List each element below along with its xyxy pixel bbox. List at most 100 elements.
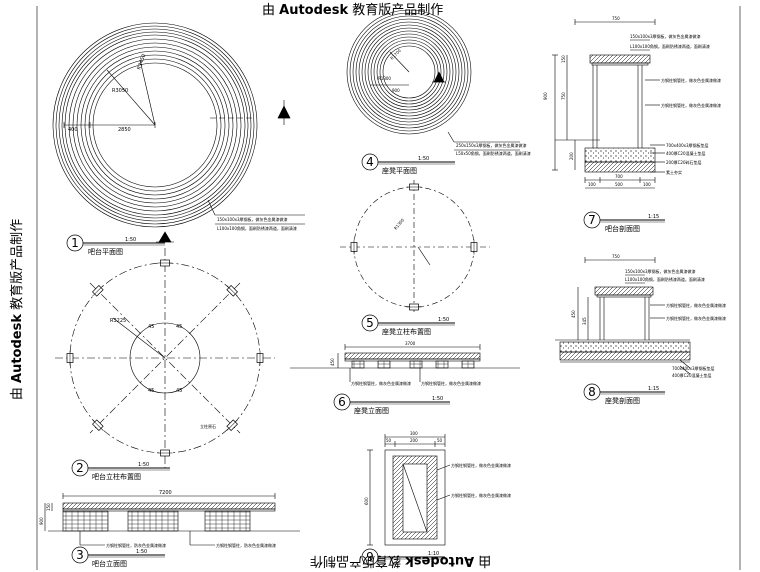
view-title-8: 8 1:15 座凳剖面图 [583,383,665,405]
note-v2-a: 立柱原石 [200,423,216,429]
post-mark [92,419,95,423]
dim-3700: 3700 [405,341,416,346]
note-v6-a: 方钢柱钢管柱，做灰色金属漆做漆 [351,380,411,386]
dim-r1300: R1300 [378,76,391,81]
note-v3-a: 方钢柱钢管柱，防灰色金属漆做漆 [106,542,166,548]
note-v8-e: 700x400x3厚钢板垫层 [672,365,715,371]
ring [346,9,472,135]
view-title-9: 9 1:10 [361,548,445,566]
bar-plan-view [52,22,305,228]
view-scale: 1:15 [648,386,659,392]
bench-section-view [555,257,691,375]
dim-r3450: R3450 [136,53,147,70]
view-title-4: 4 1:50 座凳平面图 [361,153,455,175]
view-title: 座凳立面图 [354,406,389,415]
column-detail-labels: 300 50 200 50 600 方钢柱钢管柱，做灰色金属漆做漆 方钢柱钢管柱… [364,431,511,505]
view-title: 座凳剖面图 [605,396,640,405]
ring [361,24,457,120]
view-title: 座凳平面图 [382,166,417,175]
ring [379,42,439,102]
column-post [157,449,173,457]
ring [382,45,436,99]
bar-section-labels: 750 900 750 200 150 700 100 500 100 150x… [543,16,721,187]
dim-450: 450 [571,310,576,318]
view-scale: 1:50 [438,317,449,323]
note-v7-b: L100x100角钢，面刷防锈漆两道，面刷清漆 [630,43,710,49]
view-scale: 1:50 [418,156,429,162]
ring [358,21,460,123]
column-post [226,419,238,431]
view-number: 8 [588,385,596,399]
post-mark [92,293,95,297]
post-mark [235,293,238,297]
note-v4-b: L50x50角钢，面刷防锈漆两道，面刷清漆 [456,150,531,156]
dim-150: 150 [561,55,566,63]
angle-label: 45 [148,388,154,394]
view-scale: 1:15 [648,214,659,220]
bench-elevation-view [290,344,520,382]
angle-label: 45 [176,324,182,330]
dim-r1700: R1700 [389,48,402,61]
ring [355,18,463,126]
view-number: 6 [338,395,346,409]
dim-2850: 2850 [118,127,131,133]
ring [376,39,442,105]
view-number: 9 [366,550,374,564]
note-v8-a: 150x100x3厚钢板，做灰色金属漆做漆 [625,268,696,274]
dim-200: 200 [569,152,574,160]
view-title: 吧台立柱布置图 [92,472,141,481]
dim-345: 345 [582,317,587,325]
watermark-prefix: 由 [262,3,276,18]
note-v1-a: 150x100x3厚钢板，做灰色金属漆做漆 [217,216,288,222]
post-mark [94,421,102,429]
sheet-frame [36,6,741,570]
note-v1-b: L100x100角钢，面刷防锈漆两道，面刷清漆 [217,225,297,231]
note-v8-b: L100x100角钢，面刷防锈漆两道，面刷清漆 [625,276,705,282]
view-title-1: 1 1:50 吧台平面图 [66,234,165,256]
view-title: 吧台平面图 [88,247,123,256]
column-detail-view [367,434,451,546]
view-scale: 1:50 [432,396,443,402]
dim-600: 600 [364,497,369,505]
ring [55,25,255,225]
note-v7-h: 素土夯实 [666,169,682,175]
view-number: 1 [71,236,79,250]
ring [352,15,466,129]
view-number: 7 [588,213,596,227]
view-number: 4 [366,155,374,169]
dim-900: 900 [543,92,548,100]
note-v8-c: 方钢柱钢管柱，做灰色金属漆做漆 [666,302,726,308]
ring [349,12,469,132]
ring [373,36,445,108]
column-post [92,419,104,431]
ring [370,33,448,111]
column-post [350,239,358,255]
bar-column-layout-view [55,231,275,468]
angle-label: 45 [148,324,154,330]
dim-750: 750 [612,16,620,21]
note-v7-d: 方钢柱钢管柱，做灰色金属漆做漆 [661,102,721,108]
dim-100: 100 [588,182,596,187]
post-mark [226,285,230,288]
post-mark [94,287,102,295]
dim-500: 500 [615,182,623,187]
note-v9-b: 方钢柱钢管柱，做灰色金属漆做漆 [451,492,511,498]
bar-plan-labels: R3450 R3050 400 2850 150x100x3厚钢板，做灰色金属漆… [68,53,297,231]
post-mark [226,428,230,431]
view-title: 吧台剖面图 [605,224,640,233]
note-v8-f: 400厚C20混凝土垫层 [672,372,712,378]
column-post [226,285,238,297]
bench-section-labels: 750 450 345 150x100x3厚钢板，做灰色金属漆做漆 L100x1… [571,254,726,378]
note-v7-e: 700x400x3厚钢板垫层 [666,142,709,148]
post-mark [100,428,104,431]
note-v8-d: 方钢柱钢管柱，做灰色金属漆做漆 [666,315,726,321]
bench-plan-view [346,9,520,151]
view-title: 座凳立柱布置图 [382,327,431,336]
view-title: 吧台立面图 [92,559,127,568]
view-scale: 1:10 [428,551,439,557]
column-post [406,303,422,311]
view-number: 5 [366,316,374,330]
dim-bench-r: R1300 [393,217,405,230]
dim-r3225: R3225 [110,318,126,324]
